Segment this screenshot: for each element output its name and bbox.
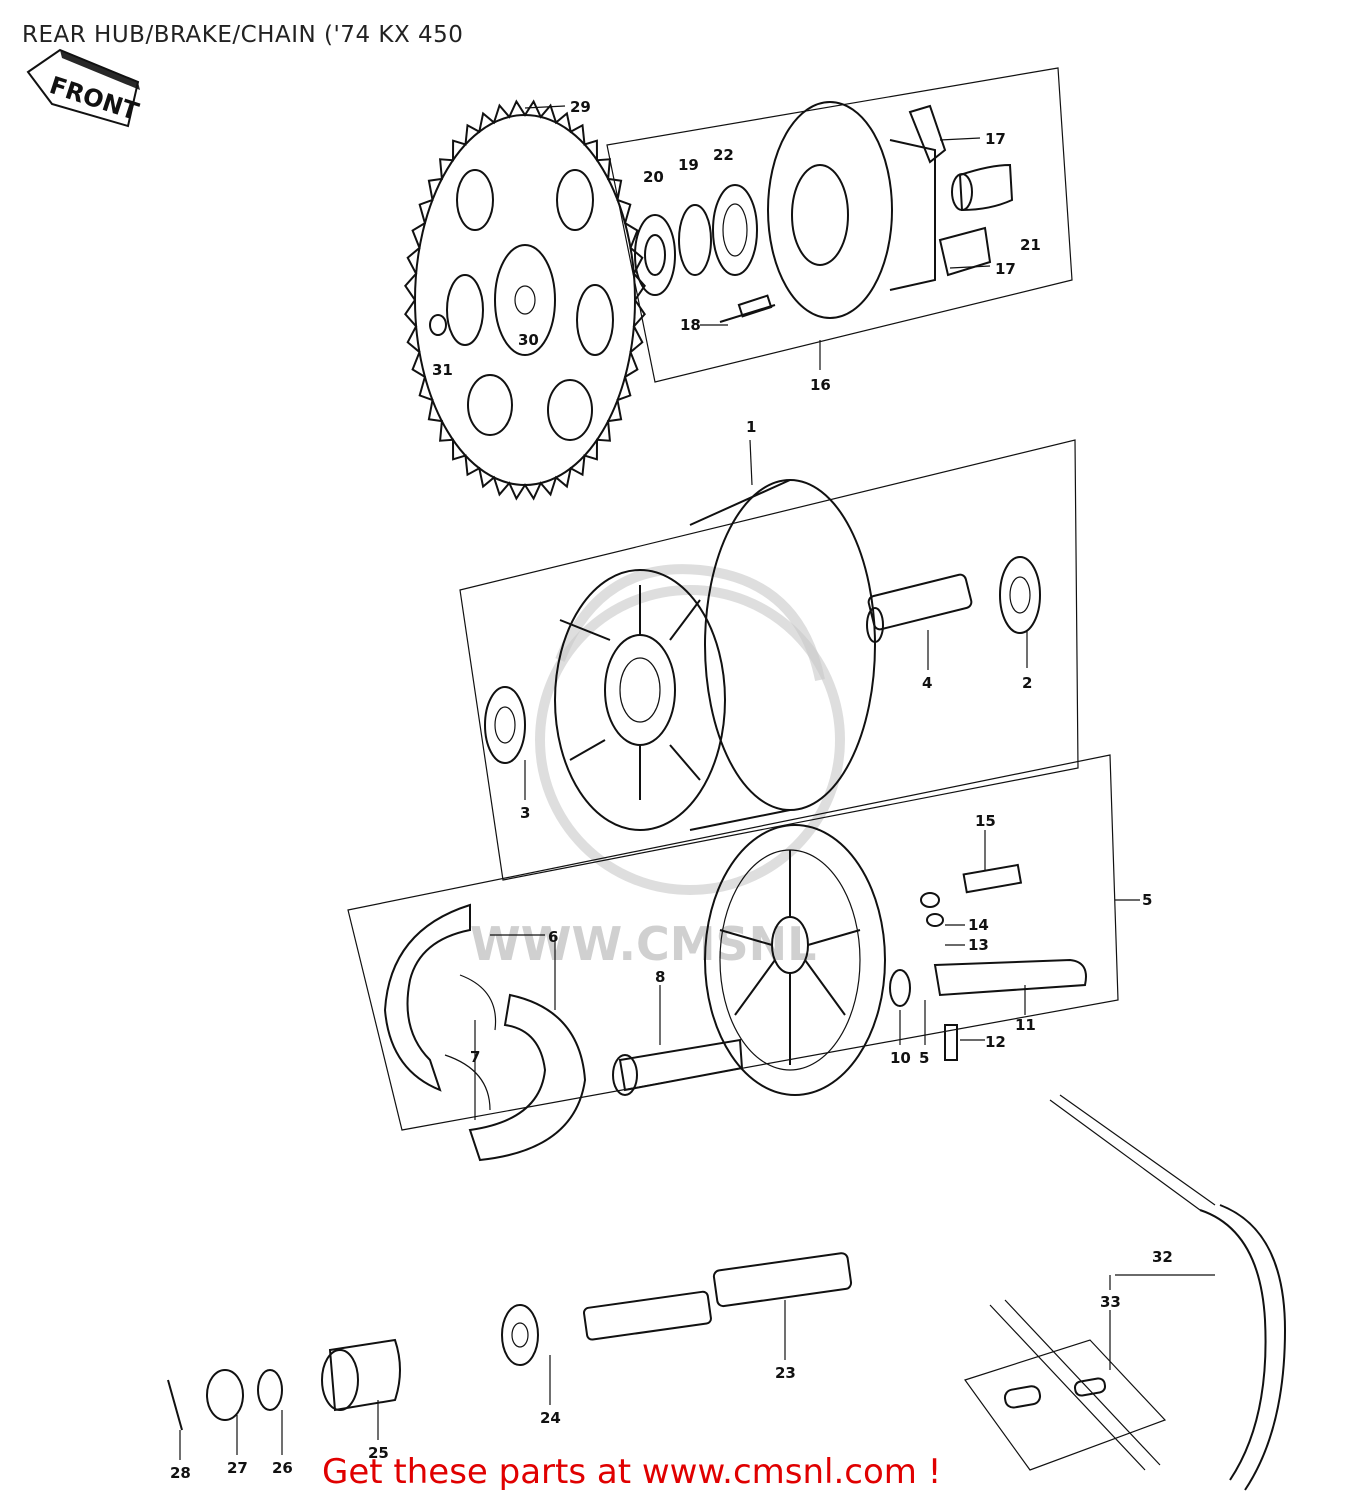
callout-3: 3 [520,804,530,822]
callout-25: 25 [368,1444,389,1462]
callout-14: 14 [968,916,989,934]
callout-labels: 1 2 3 4 5 5 6 7 8 10 11 12 13 14 15 16 1… [170,98,1173,1482]
callout-15: 15 [975,812,996,830]
callout-27: 27 [227,1459,248,1477]
callout-19: 19 [678,156,699,174]
brake-shoes [383,903,587,1162]
callout-2: 2 [1022,674,1032,692]
callout-32: 32 [1152,1248,1173,1266]
callout-22: 22 [713,146,734,164]
callout-30: 30 [518,331,539,349]
brake-panel-box [347,754,1119,1131]
callout-10: 10 [890,1049,911,1067]
callout-5: 5 [1142,891,1152,909]
callout-4: 4 [922,674,932,692]
callout-7: 7 [470,1048,480,1066]
callout-20: 20 [643,168,664,186]
callout-17-upper: 17 [985,130,1006,148]
rear-sprocket [404,99,646,501]
sprocket-hub-flange [634,101,1014,323]
callout-21: 21 [1020,236,1041,254]
callout-28: 28 [170,1464,191,1482]
callout-11: 11 [1015,1016,1036,1034]
wheel-hub-box [459,439,1079,881]
wheel-hub [484,479,1041,831]
callout-24: 24 [540,1409,561,1427]
drive-chain [964,1094,1287,1491]
leader-lines [179,105,1215,1460]
callout-1: 1 [746,418,756,436]
callout-6: 6 [548,928,558,946]
callout-18: 18 [680,316,701,334]
callout-31: 31 [432,361,453,379]
axle-and-spacers [167,1252,853,1431]
watermark-text: WWW.CMSNL [470,917,816,971]
front-arrow-sign: FRONT [26,48,143,128]
callout-29: 29 [570,98,591,116]
callout-13: 13 [968,936,989,954]
page-title: REAR HUB/BRAKE/CHAIN ('74 KX 450 [22,22,464,48]
callout-5-washer: 5 [919,1049,929,1067]
watermark: WWW.CMSNL [470,564,845,971]
callout-16: 16 [810,376,831,394]
callout-26: 26 [272,1459,293,1477]
callout-8: 8 [655,968,665,986]
promo-link-text[interactable]: Get these parts at www.cmsnl.com ! [322,1452,942,1492]
callout-23: 23 [775,1364,796,1382]
brake-panel [612,824,1087,1096]
callout-33: 33 [1100,1293,1121,1311]
callout-17-lower: 17 [995,260,1016,278]
hub-assembly-box [606,67,1073,383]
callout-12: 12 [985,1033,1006,1051]
